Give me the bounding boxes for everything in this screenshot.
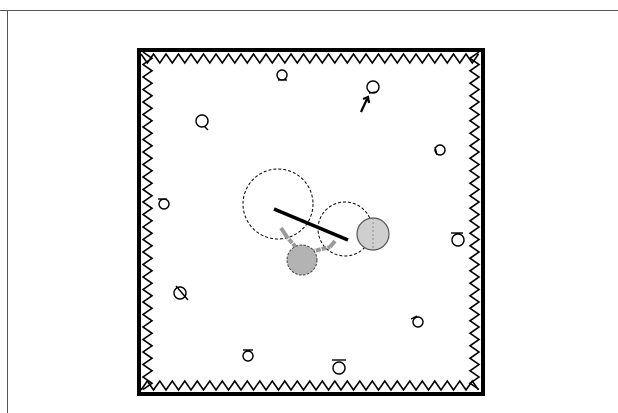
- arena: [139, 50, 483, 394]
- agent-body: [287, 245, 317, 275]
- arena-border: [139, 50, 483, 394]
